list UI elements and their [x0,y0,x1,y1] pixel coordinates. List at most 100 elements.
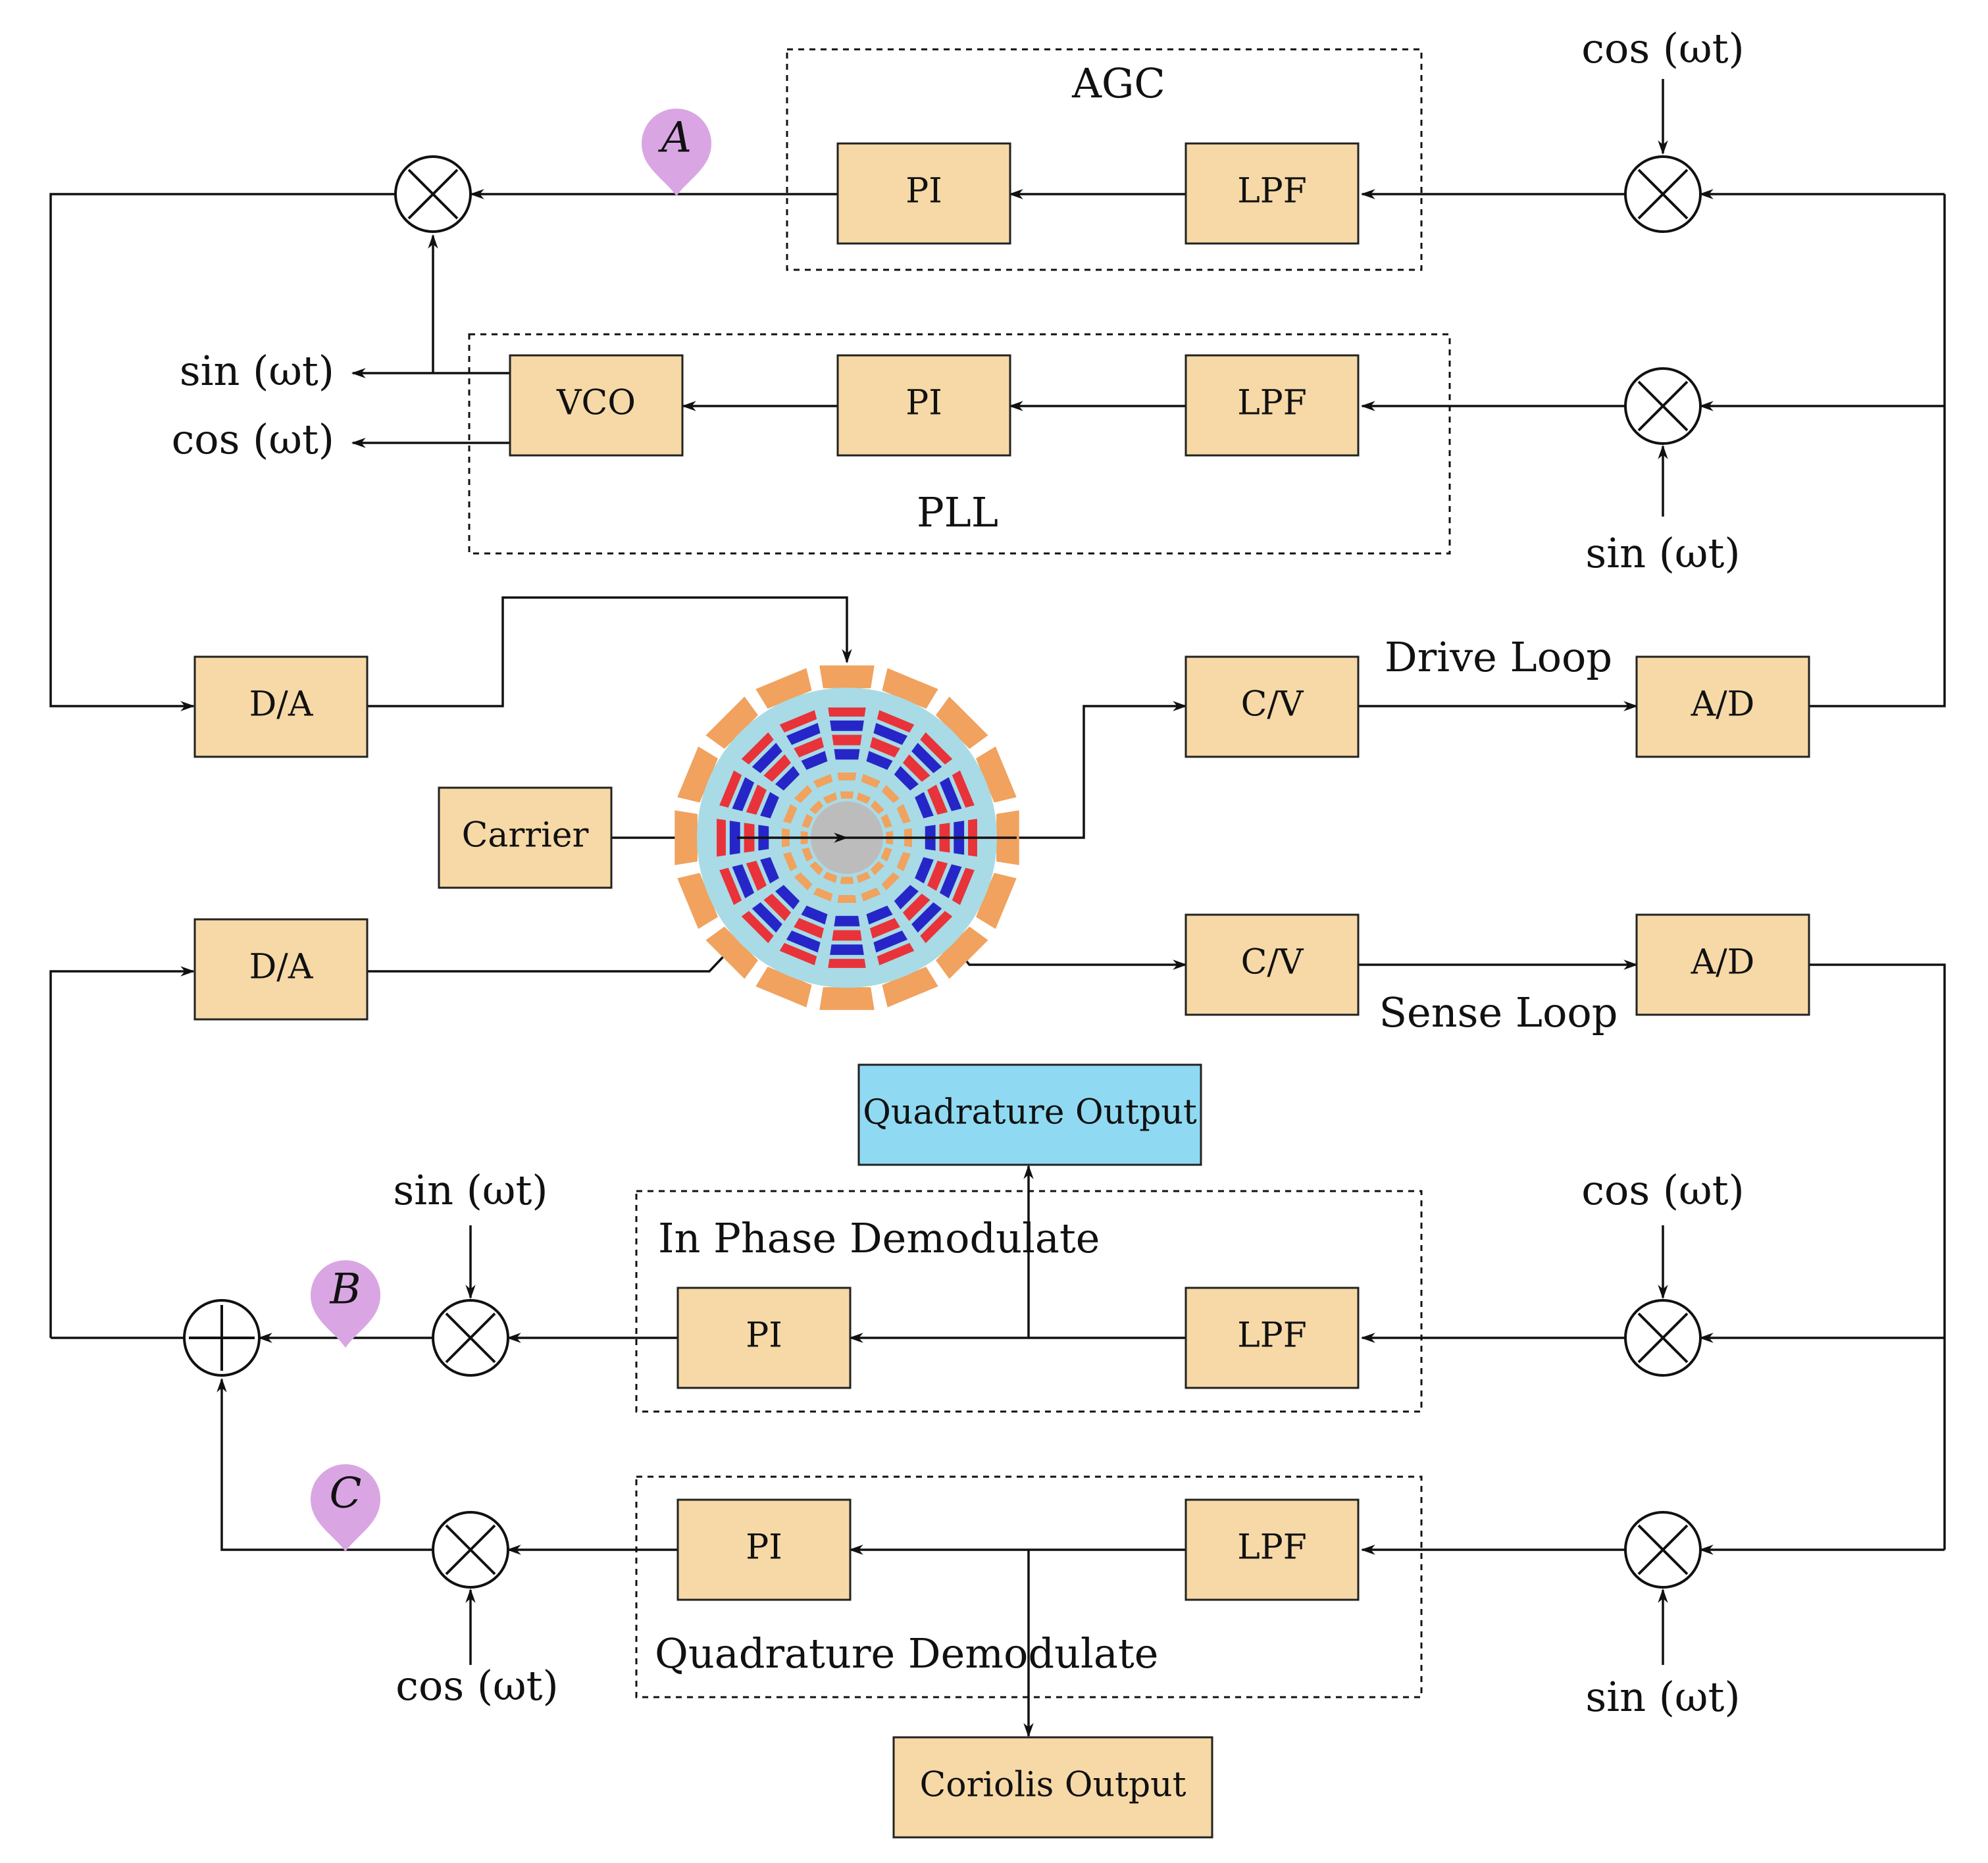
agc-mixer-left [394,155,472,233]
inner-orange-ring-2-segment [823,792,838,804]
quadrature-output-block [857,1063,1202,1166]
outer-electrode-ring-segment [755,668,812,709]
inner-orange-ring-2-segment [870,861,884,875]
red-ring-1-segment [741,732,774,765]
blue-ring-1-segment [939,864,962,899]
inner-orange-ring-2-segment [856,792,871,804]
quadrature-pi-label: PI [746,1528,782,1568]
light-ring-1-segment [726,717,771,761]
red-ring-2-segment [746,784,767,815]
blue-ring-2-segment [775,884,800,909]
red-ring-2-segment [902,754,930,782]
light-ring-2-segment [886,877,910,901]
blue-ring-1-segment [939,777,962,811]
in-phase-ref-signal: cos (ωt) [1581,1166,1744,1214]
pin-b-label: B [329,1265,361,1314]
coriolis-output-label: Coriolis Output [919,1766,1186,1805]
drive-cv-block [1185,655,1360,758]
red-ring-2-segment [763,893,792,921]
red-ring-2-segment [927,860,948,891]
red-ring-2-segment [869,736,900,757]
quadrature-pi-block [676,1498,852,1601]
pll-group-label: PLL [917,488,998,536]
blue-ring-2-segment [760,857,779,884]
red-ring-1-segment [920,732,953,765]
quadrature-group-frame [635,1475,1423,1698]
blue-ring-2-segment [915,857,934,884]
outer-electrode-ring-segment [936,696,988,749]
red-ring-1-segment [877,942,915,965]
outer-electrode-ring-segment [675,810,698,865]
red-ring-1-segment [952,867,975,906]
outer-electrode-ring-segment [976,873,1017,929]
blue-ring-2-segment [834,749,860,760]
vco-cos-signal: cos (ωt) [172,415,334,463]
outer-electrode-ring-segment [705,927,758,979]
light-ring-1 [703,694,991,982]
agc-lpf-block [1185,142,1360,245]
red-ring-2 [744,734,950,941]
red-ring-2-segment [794,918,825,939]
inner-orange-ring-1-segment [783,804,798,824]
blue-ring-1-segment [752,742,782,773]
inner-orange-ring-1-segment [813,887,833,902]
red-ring-2-segment [763,754,792,782]
light-ring-1-segment [703,811,715,864]
inner-orange-ring-1-segment [861,774,881,788]
drive-da-block [193,655,369,758]
light-ring-3-segment [888,848,902,868]
light-ring-3-segment [875,792,893,810]
inner-orange-ring-2-segment [809,800,824,815]
quadrature-mixer-right [1624,1511,1702,1589]
inner-orange-ring-2-segment [840,877,854,884]
blue-ring-2-segment [894,766,919,791]
pll-pi-label: PI [905,384,942,423]
sense-ad-block [1635,913,1810,1016]
quadrature-group-label: Quadrature Demodulate [655,1629,1158,1677]
inner-orange-ring-2-segment [809,861,824,875]
light-ring-2 [771,762,923,913]
inner-orange-ring-1-segment [881,872,900,891]
agc-group-label: AGC [1071,59,1165,107]
light-ring-2-segment [805,763,832,780]
light-ring-1-segment [767,951,819,981]
blue-ring-1-segment [752,902,782,933]
pll-mixer [1624,367,1702,445]
in-phase-group-label: In Phase Demodulate [658,1214,1100,1262]
carrier-block [438,786,613,889]
operators [183,155,1702,1589]
blue-ring-1 [729,720,965,956]
sense-cv-label: C/V [1241,943,1304,983]
light-ring-1-segment [923,914,967,958]
sense-cv-block [1185,913,1360,1016]
drive-cv-label: C/V [1241,685,1304,725]
red-ring-2-segment [927,784,948,815]
inner-orange-ring-2-segment [840,791,854,799]
blue-ring-1-segment [729,821,740,855]
inner-orange-ring-2-segment [802,847,813,862]
light-ring-1-segment [726,914,771,958]
agc-mixer-right [1624,155,1702,233]
inner-orange-ring-1-segment [837,895,857,903]
quadrature-lpf-block [1185,1498,1360,1601]
inner-orange-ring-1-segment [794,784,813,804]
sense-da-label: D/A [249,948,314,987]
outer-electrode-ring-segment [705,696,758,749]
light-ring-1-segment [960,866,990,917]
pin-a-label: A [658,114,692,163]
blue-ring-1-segment [786,723,821,746]
light-ring-1-segment [821,694,873,705]
quadrature-ref-signal: sin (ωt) [1585,1673,1740,1721]
drive-ad-block [1635,655,1810,758]
inner-orange-ring-1-segment [794,872,813,891]
blue-ring-2-segment [894,884,919,909]
blue-ring-1-segment [732,777,755,811]
red-ring-1-segment [877,710,915,733]
quadrature-mixer-left [432,1511,509,1589]
red-ring-1-segment [920,911,953,944]
light-ring-2-segment [833,905,861,913]
red-ring-1 [717,707,977,968]
blue-ring-2-segment [801,906,828,925]
in-phase-pi-block [676,1287,852,1389]
inner-orange-ring-1-segment [896,852,911,872]
